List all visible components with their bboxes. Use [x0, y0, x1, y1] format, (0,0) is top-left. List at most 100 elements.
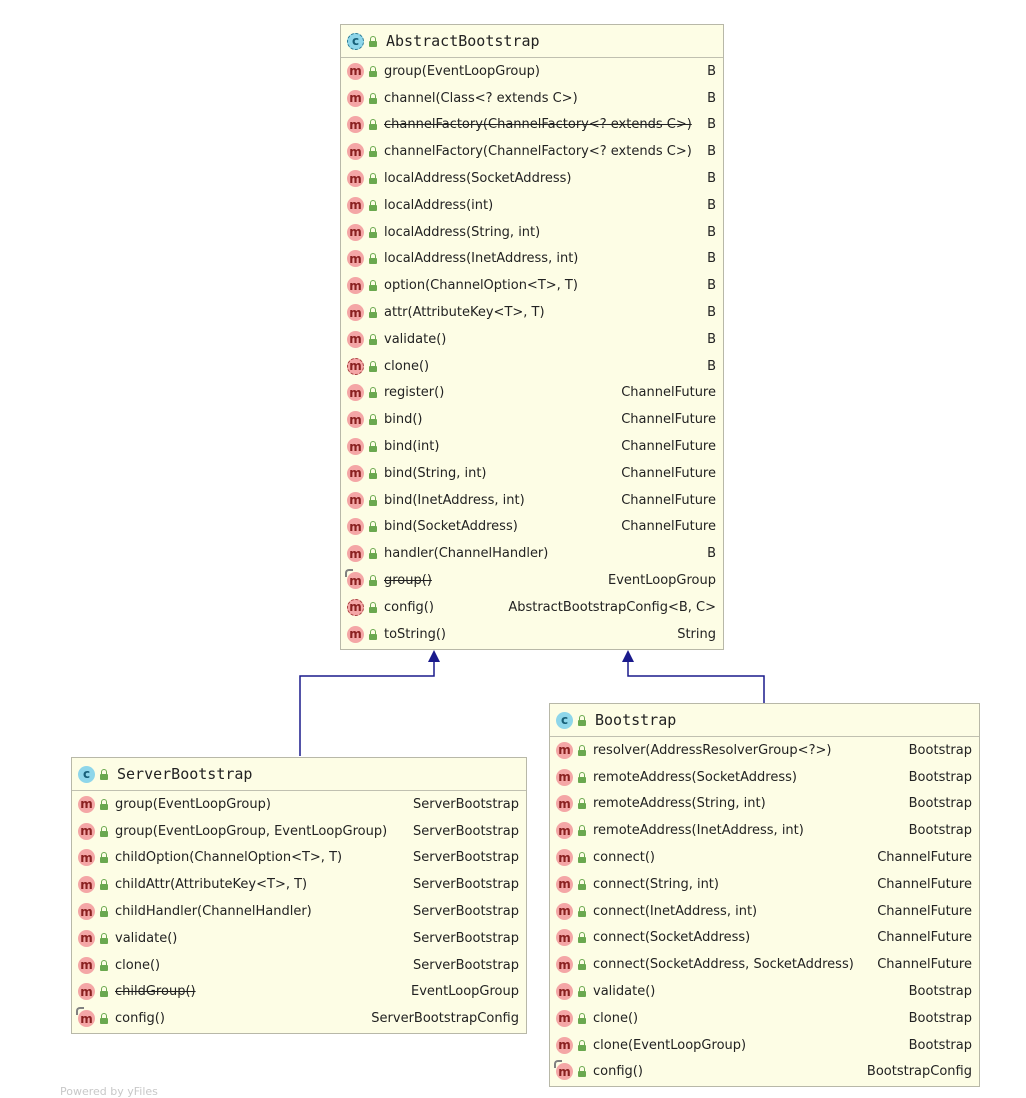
- method-return-type: ServerBootstrap: [413, 930, 519, 946]
- method-signature: localAddress(SocketAddress): [384, 171, 572, 187]
- method-icon: m: [78, 983, 95, 1001]
- method-return-type: B: [707, 546, 716, 562]
- method-signature: config(): [384, 599, 434, 615]
- method-icon: m: [347, 625, 364, 643]
- abstract-method-icon: m: [347, 598, 364, 616]
- method-return-type: Bootstrap: [908, 823, 972, 839]
- method-return-type: B: [707, 331, 716, 347]
- method-return-type: ChannelFuture: [877, 957, 972, 973]
- method-signature: config(): [593, 1064, 643, 1080]
- method-return-type: ChannelFuture: [877, 876, 972, 892]
- method-signature: channel(Class<? extends C>): [384, 90, 578, 106]
- method-return-type: B: [707, 358, 716, 374]
- method-icon: m: [347, 518, 364, 536]
- method-signature: group(): [384, 573, 432, 589]
- method-signature: bind(InetAddress, int): [384, 492, 525, 508]
- public-lock-icon: [577, 905, 587, 917]
- public-lock-icon: [368, 575, 378, 587]
- method-signature: clone(): [593, 1010, 639, 1026]
- method-signature: group(EventLoopGroup): [384, 63, 540, 79]
- method-return-type: B: [707, 224, 716, 240]
- method-row[interactable]: m connect(SocketAddress, SocketAddress) Ch…: [550, 951, 979, 978]
- method-signature: validate(): [384, 331, 447, 347]
- public-lock-icon: [368, 414, 378, 426]
- public-lock-icon: [368, 548, 378, 560]
- method-signature: remoteAddress(SocketAddress): [593, 769, 797, 785]
- method-return-type: B: [707, 197, 716, 213]
- public-lock-icon: [577, 1039, 587, 1051]
- method-return-type: EventLoopGroup: [608, 573, 716, 589]
- method-icon: m: [347, 545, 364, 563]
- public-lock-icon: [99, 932, 109, 944]
- public-lock-icon: [577, 932, 587, 944]
- public-lock-icon: [577, 1066, 587, 1078]
- class-icon: c: [78, 765, 95, 783]
- method-icon: m: [556, 768, 573, 786]
- class-icon: c: [556, 711, 573, 729]
- method-signature: attr(AttributeKey<T>, T): [384, 305, 545, 321]
- method-return-type: EventLoopGroup: [411, 984, 519, 1000]
- public-lock-icon: [368, 119, 378, 131]
- method-icon: m: [347, 277, 364, 295]
- public-lock-icon: [368, 307, 378, 319]
- class-header: c Bootstrap: [550, 704, 979, 737]
- method-icon: m: [556, 956, 573, 974]
- method-signature: group(EventLoopGroup): [115, 796, 271, 812]
- method-signature: connect(SocketAddress, SocketAddress): [593, 957, 854, 973]
- method-signature: childOption(ChannelOption<T>, T): [115, 850, 343, 866]
- method-icon: m: [556, 983, 573, 1001]
- method-icon: m: [78, 956, 95, 974]
- method-signature: connect(InetAddress, int): [593, 903, 758, 919]
- method-icon: m: [347, 250, 364, 268]
- method-icon: m: [347, 223, 364, 241]
- method-icon: m: [347, 491, 364, 509]
- public-lock-icon: [577, 1012, 587, 1024]
